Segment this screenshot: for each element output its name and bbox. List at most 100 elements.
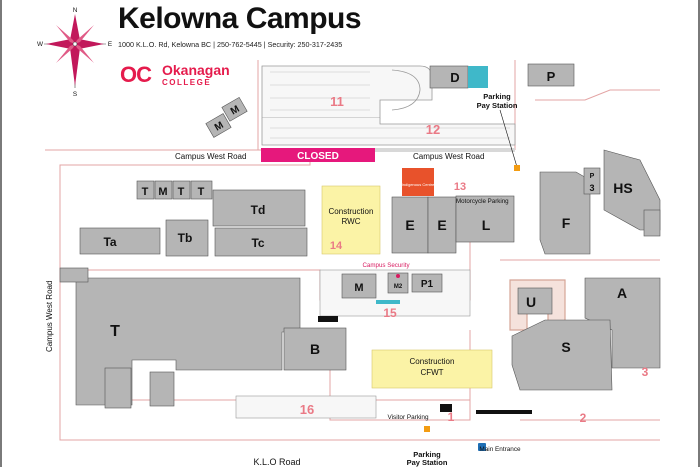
building-m2[interactable] <box>387 272 409 294</box>
pay-station-bottom-line1: Parking <box>413 450 441 459</box>
building-t-top-3-label: T <box>198 186 205 198</box>
construction-rwc-line2: RWC <box>342 217 361 226</box>
lot-15-label: 15 <box>383 306 397 320</box>
lot-14-label: 14 <box>330 240 343 252</box>
building-m-top-label: M <box>158 186 167 198</box>
logo-mark: OC <box>120 62 152 87</box>
compass-west: W <box>37 41 44 48</box>
lot-2-label: 2 <box>580 411 587 425</box>
lot-16-area <box>235 395 377 419</box>
motorcycle-parking-label: Motorcycle Parking <box>456 198 509 205</box>
construction-cfwt-area <box>371 349 493 389</box>
left-frame-line <box>0 0 2 467</box>
lot-12-label: 12 <box>426 122 440 137</box>
visitor-parking-label: Visitor Parking <box>387 414 429 421</box>
page-title: Kelowna Campus <box>118 2 362 35</box>
klo-road-label: K.L.O Road <box>253 457 300 467</box>
pay-station-top-line2: Pay Station <box>477 101 518 110</box>
compass-north: N <box>73 7 78 14</box>
building-td[interactable] <box>212 189 306 227</box>
building-t-top-1[interactable] <box>136 180 155 200</box>
main-entrance-icon[interactable] <box>478 443 486 451</box>
construction-cfwt-line2: CFWT <box>420 368 443 377</box>
building-m-right[interactable] <box>221 96 248 122</box>
building-p3[interactable] <box>583 167 601 195</box>
building-hs-label: HS <box>613 180 632 196</box>
construction-rwc-line1: Construction <box>329 207 374 216</box>
building-f-label: F <box>562 215 571 231</box>
building-l[interactable] <box>455 195 515 243</box>
building-tb[interactable] <box>165 219 209 257</box>
lot-1-label: 1 <box>448 410 455 424</box>
compass-rose-icon <box>44 14 106 88</box>
lot-11-label: 11 <box>330 94 344 109</box>
campus-west-road-label-vertical: Campus West Road <box>45 281 54 352</box>
building-e-left-label: E <box>405 217 414 233</box>
campus-west-road-label-right: Campus West Road <box>413 152 484 161</box>
loading-zone-visitor <box>440 404 452 412</box>
building-b[interactable] <box>283 327 347 371</box>
building-d[interactable] <box>429 65 469 89</box>
indigenous-centre-label: Indigenous Centre <box>402 182 435 187</box>
indigenous-centre-icon[interactable] <box>402 168 434 196</box>
building-m-center-label: M <box>354 282 363 294</box>
building-s[interactable] <box>511 319 613 391</box>
building-tc[interactable] <box>214 227 308 257</box>
building-ta[interactable] <box>79 227 161 255</box>
building-t-top-3[interactable] <box>190 180 213 200</box>
compass-east: E <box>108 41 112 48</box>
building-b-label: B <box>310 341 320 357</box>
building-s-label: S <box>561 339 570 355</box>
building-f[interactable] <box>539 171 591 255</box>
compass-south: S <box>73 91 77 98</box>
building-m-center[interactable] <box>341 273 377 299</box>
building-e-right[interactable] <box>427 196 457 254</box>
building-l-label: L <box>482 217 491 233</box>
building-m-left[interactable] <box>205 113 232 138</box>
lot-13-label: 13 <box>454 181 466 193</box>
construction-rwc-area <box>321 185 381 255</box>
main-entrance-label: Main Entrance <box>479 446 521 453</box>
pay-station-bottom-icon[interactable] <box>424 426 430 432</box>
building-t-top-2[interactable] <box>172 180 191 200</box>
closed-bar <box>261 148 375 162</box>
building-a-label: A <box>617 285 627 301</box>
building-t-main-label: T <box>110 323 120 340</box>
building-t-annex-2[interactable] <box>149 371 175 407</box>
security-marker-icon <box>396 274 400 278</box>
loading-zone-center <box>318 316 338 322</box>
building-tb-label: Tb <box>178 231 193 245</box>
building-t-top-2-label: T <box>178 186 185 198</box>
lot-11-area <box>261 65 516 146</box>
building-a[interactable] <box>584 277 661 369</box>
building-p1[interactable] <box>411 273 443 293</box>
building-ta-label: Ta <box>103 235 116 249</box>
lot-3-label: 3 <box>642 365 649 379</box>
building-e-left[interactable] <box>391 196 429 254</box>
pay-station-top-icon[interactable] <box>514 165 520 171</box>
building-u[interactable] <box>517 287 553 315</box>
building-p3-number: 3 <box>589 183 594 193</box>
bike-rack-d <box>468 66 488 88</box>
building-m-top[interactable] <box>154 180 173 200</box>
building-c-partial[interactable] <box>643 209 661 237</box>
logo-name: Okanagan <box>162 62 230 78</box>
closed-label: CLOSED <box>297 151 339 162</box>
building-p-label: P <box>547 69 556 84</box>
pay-station-bottom-line2: Pay Station <box>407 458 448 467</box>
right-frame-line <box>698 0 700 467</box>
logo-subname: COLLEGE <box>162 78 212 87</box>
pay-station-top-line1: Parking <box>483 92 511 101</box>
building-t-top-1-label: T <box>142 186 149 198</box>
loading-zone-main <box>476 410 532 414</box>
building-p[interactable] <box>527 63 575 87</box>
address-line: 1000 K.L.O. Rd, Kelowna BC | 250-762-544… <box>118 40 343 49</box>
building-m2-label: M2 <box>394 284 403 290</box>
building-p3-letter: P <box>590 173 595 180</box>
building-d-label: D <box>450 70 459 85</box>
building-t-annex-1[interactable] <box>104 367 132 409</box>
building-p1-label: P1 <box>421 279 434 290</box>
building-t-north-annex[interactable] <box>59 267 89 283</box>
